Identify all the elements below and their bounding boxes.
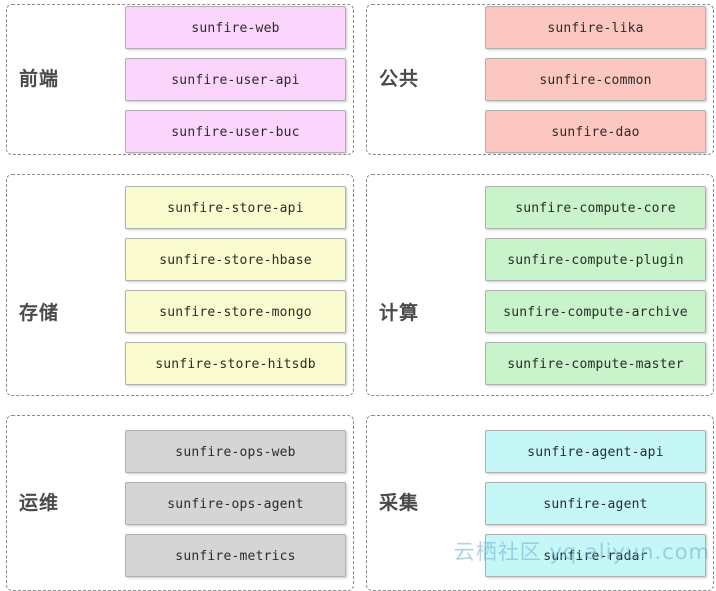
group-label: 前端 — [19, 68, 60, 91]
module-node[interactable]: sunfire-store-api — [125, 185, 346, 229]
module-node[interactable]: sunfire-lika — [485, 6, 706, 49]
architecture-diagram: 前端 sunfire-web sunfire-user-api sunfire-use… — [6, 4, 714, 591]
group-panel: 前端 sunfire-web sunfire-user-api sunfire-use… — [6, 4, 354, 155]
group-panel: 公共 sunfire-lika sunfire-common sunfire-dao — [366, 4, 714, 155]
module-node[interactable]: sunfire-compute-archive — [485, 289, 706, 333]
node-stack: sunfire-store-api sunfire-store-hbase sunf… — [125, 185, 353, 385]
node-stack: sunfire-ops-web sunfire-ops-agent sunfire-… — [125, 429, 353, 577]
module-node[interactable]: sunfire-compute-core — [485, 185, 706, 229]
module-node[interactable]: sunfire-store-mongo — [125, 289, 346, 333]
node-stack: sunfire-web sunfire-user-api sunfire-user-… — [125, 6, 353, 153]
module-node[interactable]: sunfire-agent — [485, 481, 706, 525]
group-label: 采集 — [379, 491, 420, 514]
group-label: 公共 — [379, 68, 420, 91]
group-label: 存储 — [19, 301, 60, 324]
module-node[interactable]: sunfire-user-buc — [125, 110, 346, 153]
module-node[interactable]: sunfire-common — [485, 58, 706, 101]
node-stack: sunfire-agent-api sunfire-agent sunfire-ra… — [485, 429, 713, 577]
module-node[interactable]: sunfire-agent-api — [485, 429, 706, 473]
module-node[interactable]: sunfire-web — [125, 6, 346, 49]
module-node[interactable]: sunfire-user-api — [125, 58, 346, 101]
module-node[interactable]: sunfire-store-hitsdb — [125, 341, 346, 385]
module-node[interactable]: sunfire-store-hbase — [125, 237, 346, 281]
node-stack: sunfire-lika sunfire-common sunfire-dao — [485, 6, 713, 153]
module-node[interactable]: sunfire-dao — [485, 110, 706, 153]
node-stack: sunfire-compute-core sunfire-compute-plug… — [485, 185, 713, 385]
group-label: 计算 — [379, 301, 420, 324]
group-label: 运维 — [19, 491, 60, 514]
module-node[interactable]: sunfire-radar — [485, 533, 706, 577]
group-panel: 计算 sunfire-compute-core sunfire-compute-pl… — [366, 174, 714, 396]
module-node[interactable]: sunfire-compute-master — [485, 341, 706, 385]
module-node[interactable]: sunfire-ops-agent — [125, 481, 346, 525]
module-node[interactable]: sunfire-metrics — [125, 533, 346, 577]
module-node[interactable]: sunfire-ops-web — [125, 429, 346, 473]
module-node[interactable]: sunfire-compute-plugin — [485, 237, 706, 281]
